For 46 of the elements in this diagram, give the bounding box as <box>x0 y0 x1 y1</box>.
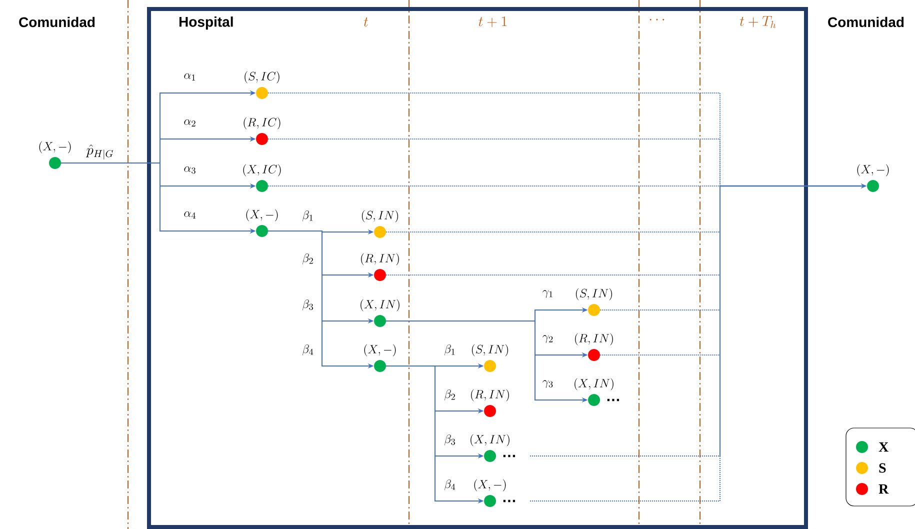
node-label: $(S,IN)$ <box>362 210 398 222</box>
node-label: $(X,-)$ <box>364 344 396 356</box>
legend-label: S <box>879 463 886 473</box>
time-label: $t+1$ <box>478 16 507 28</box>
edge-label: $\beta_1$ <box>444 344 455 356</box>
edge-label: $\gamma_2$ <box>542 335 553 343</box>
node-label: $(X,-)$ <box>39 141 71 154</box>
node-label: $(R,IN)$ <box>471 389 509 402</box>
time-label: $t$ <box>364 17 368 27</box>
edge-label: $\alpha_3$ <box>184 166 196 174</box>
edge-label: $\alpha_2$ <box>184 119 196 126</box>
node-label: $(X,-)$ <box>246 209 278 222</box>
node-label: $(R,IN)$ <box>361 253 399 266</box>
edge-label: $\alpha_1$ <box>184 73 196 80</box>
edge-label: $\beta_3$ <box>302 300 313 310</box>
node-label: $(X,IN)$ <box>574 378 614 390</box>
node-label: $(R,IN)$ <box>575 333 613 346</box>
node-label: … <box>503 454 516 458</box>
node-label: $(X,IN)$ <box>470 434 510 446</box>
time-label: $\cdots$ <box>650 18 664 20</box>
legend-label: X <box>878 442 888 452</box>
edge-label: $\gamma_3$ <box>542 380 553 388</box>
node-label: … <box>503 500 516 502</box>
node-label: $(S,IN)$ <box>472 344 508 356</box>
node-label: $(X,-)$ <box>857 164 889 176</box>
edge-label: $\beta_1$ <box>302 210 313 222</box>
edge-label: $\beta_3$ <box>444 434 455 446</box>
node-label: $(S,IN)$ <box>576 288 612 300</box>
node-label: $(X,IN)$ <box>360 299 400 312</box>
formula-label: $\hat{p}_{H|G}$ <box>86 144 113 160</box>
time-label: $t+T_h$ <box>740 16 776 28</box>
legend-label: R <box>878 484 889 494</box>
region-label: Comunidad <box>828 16 904 28</box>
node-label: $(X,IC)$ <box>243 164 281 176</box>
edge-label: $\beta_4$ <box>444 480 456 490</box>
edge-label: $\beta_4$ <box>302 344 314 356</box>
edge-label: $\gamma_1$ <box>542 290 552 298</box>
edge-label: $\beta_2$ <box>302 254 313 264</box>
region-label: Comunidad <box>19 16 95 28</box>
edge-label: $\alpha_4$ <box>184 211 196 218</box>
edge-label: $\beta_2$ <box>444 390 455 400</box>
node-label: $(R,IC)$ <box>244 117 280 130</box>
dotted-connector <box>268 138 720 186</box>
node-label: … <box>607 398 620 402</box>
node-label: $(S,IC)$ <box>244 71 280 84</box>
node-label: $(X,-)$ <box>474 479 506 492</box>
